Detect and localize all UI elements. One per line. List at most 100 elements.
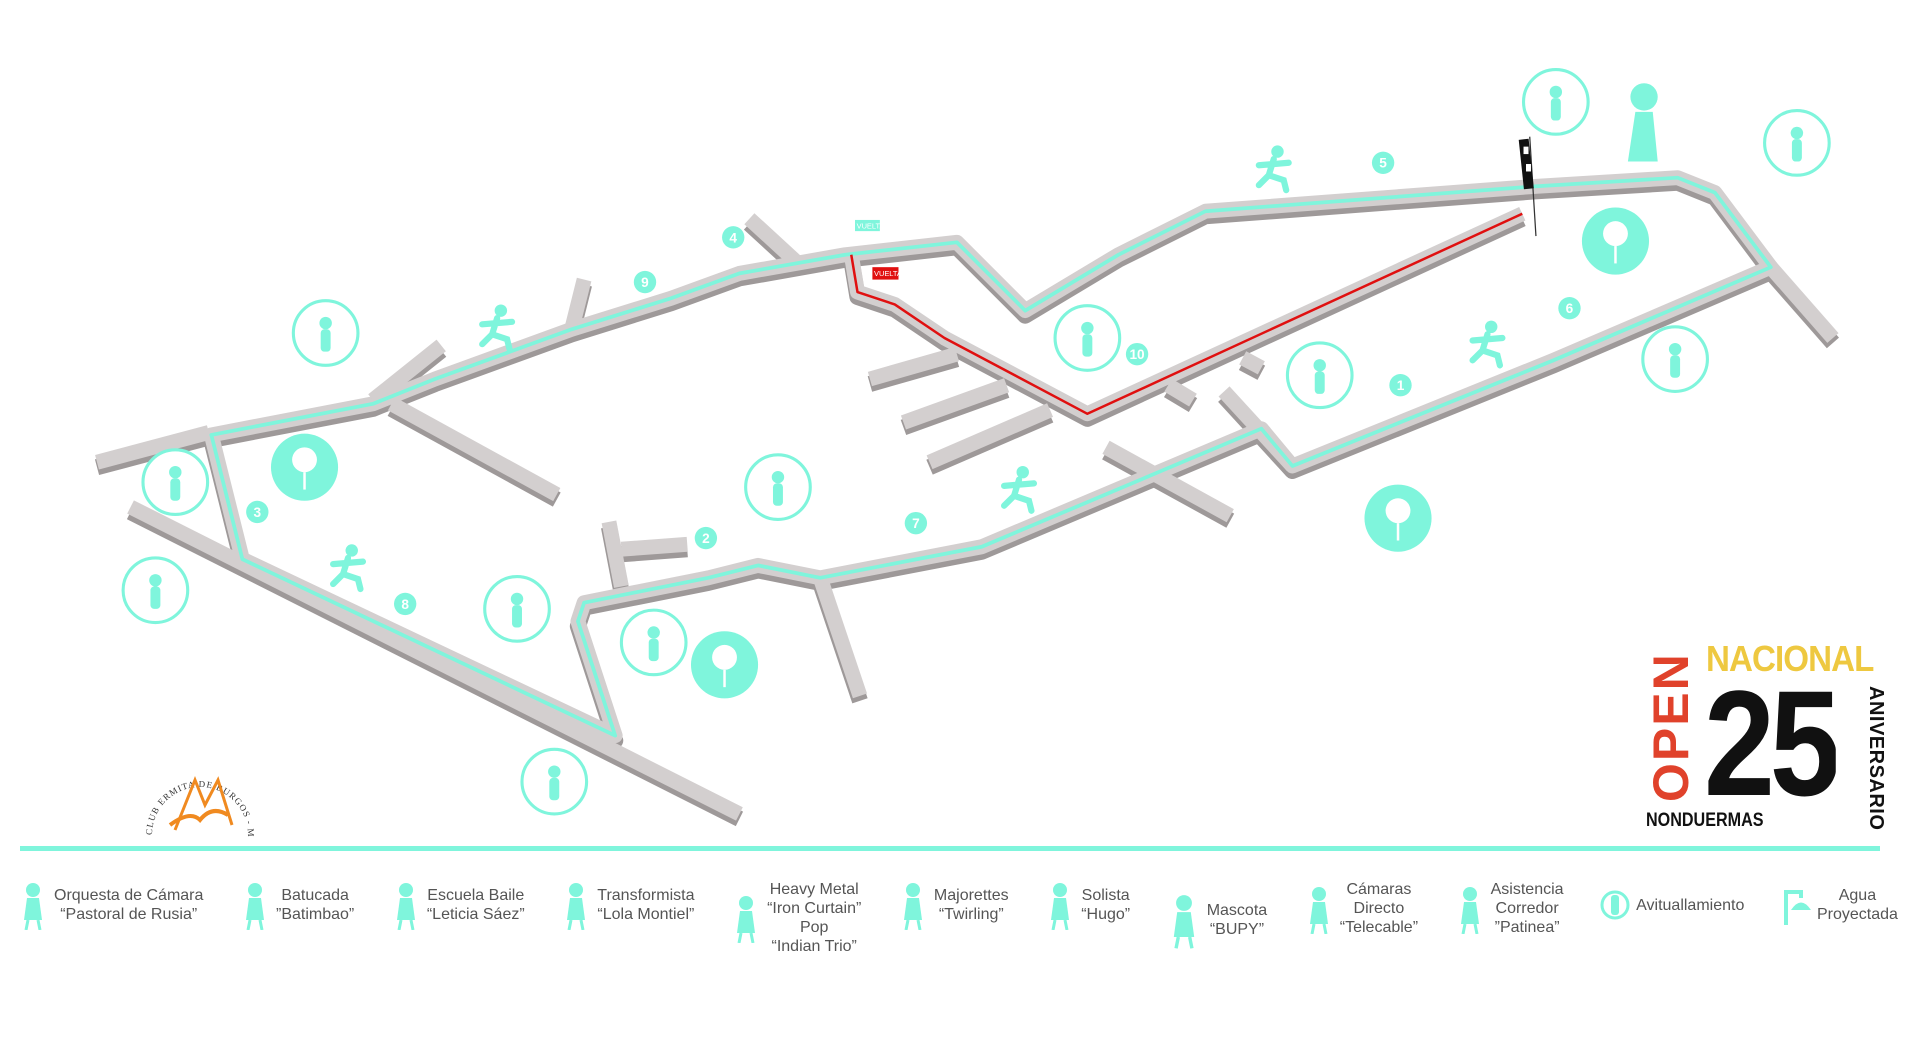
bottle-icon [520,747,589,816]
legend-label-line: “Leticia Sáez” [426,906,525,923]
km-marker: 2 [694,526,718,550]
km-marker-number: 8 [401,597,409,612]
legend-label: Heavy Metal“Iron Curtain”Pop“Indian Trio… [767,880,861,956]
svg-text:CLUB ERMITA DE BURGOS - MURCIA: CLUB ERMITA DE BURGOS - MURCIA [140,755,256,838]
road-shadows [94,174,1840,827]
transformista-icon [483,575,551,643]
legend-label: Solista “Hugo” [1081,886,1130,924]
club-ermita-logo: CLUB ERMITA DE BURGOS - MURCIA [136,747,260,845]
skater-icon [1469,320,1506,369]
road-segment [1239,351,1265,375]
km-marker: 9 [633,270,657,294]
legend-label-line: Solista [1081,887,1130,904]
km-marker-number: 3 [254,505,262,520]
km-marker: 1 [1389,374,1412,397]
lap-2-label: 2 VUELTA [868,267,902,280]
legend-label-line: Transformista [597,887,695,904]
legend-label: Batucada”Batimbao” [276,886,354,924]
km-marker: 4 [722,226,745,249]
soloist-icon [1285,341,1354,410]
ballet-dancer-icon [396,883,415,930]
legend: Orquesta de Cámara“Pastoral de Rusia” Bat… [18,880,1898,960]
km-marker-number: 7 [912,516,920,531]
open-nacional-25-logo: OPEN NACIONAL 25 NONDUERMAS ANIVERSARIO [1644,640,1894,840]
band-icon [737,896,756,943]
legend-item: Escuela Baile “Leticia Sáez” [391,880,525,930]
bottle-icon [1641,325,1709,393]
tree-icon [1581,207,1650,275]
tree-icon [270,433,339,501]
legend-label-line: Directo [1353,900,1405,917]
road-segment [1102,440,1234,523]
batucada-icon [1763,109,1831,177]
road-segment [601,520,629,588]
transformista-icon [567,883,586,930]
logo-aniversario: ANIVERSARIO [1865,686,1887,831]
km-marker-number: 1 [1397,378,1405,393]
legend-label-line: “BUPY” [1209,921,1265,938]
legend-item: Orquesta de Cámara“Pastoral de Rusia” [18,880,203,930]
tree-icon [1364,484,1432,552]
bottle-icon [1600,890,1630,920]
legend-label-line: Pop [799,919,829,936]
km-marker: 6 [1558,296,1581,320]
legend-label-line: Escuela Baile [427,887,525,904]
mascot-icon [1627,83,1658,162]
legend-label-line: Cámaras [1346,881,1412,898]
legend-label-line: Avituallamiento [1636,896,1745,914]
logo-nacional: NACIONAL [1706,638,1874,679]
legend-label: Majorettes“Twirling” [934,886,1009,924]
road-segment [926,403,1054,470]
camera-icon [1309,886,1328,934]
legend-label-line: Corredor [1495,900,1559,917]
band-icon [744,453,812,521]
logo-nonduermas: NONDUERMAS [1646,810,1764,831]
road-segment [1164,378,1197,407]
legend-label-line: Heavy Metal [769,881,859,898]
legend-label-line: “Lola Montiel” [597,906,695,923]
lap-1-text: 1 VUELTA [850,222,884,231]
tree-icon [690,631,759,699]
batucada-icon [246,883,264,930]
km-marker: 8 [393,592,417,616]
majorette-icon [903,883,922,930]
legend-label-line: Asistencia [1490,881,1564,898]
legend-label-line: “Telecable” [1339,919,1419,936]
lap-1-label: 1 VUELTA [850,219,884,232]
legend-item: Solista “Hugo” [1045,880,1130,930]
legend-label: Escuela Baile “Leticia Sáez” [427,886,525,924]
road-segment [620,536,688,557]
legend-item: Transformista “Lola Montiel” [561,880,694,930]
legend-divider [20,846,1880,851]
mascot-icon [1173,895,1194,949]
legend-label-line: “Pastoral de Rusia” [60,906,198,923]
guitar-icon [24,883,42,930]
skater-icon [1001,465,1038,514]
roads [95,170,1839,821]
majorette-icon [1053,304,1122,372]
guitar-icon [291,299,360,367]
km-markers: 1 2 3 4 5 6 7 8 9 10 [246,151,1581,616]
km-marker-number: 2 [702,531,710,546]
legend-label: Avituallamiento [1636,896,1744,915]
legend-item: Heavy Metal“Iron Curtain”Pop“Indian Trio… [731,880,861,956]
legend-label-line: ”Patinea” [1494,919,1560,936]
lap-2-text: 2 VUELTA [868,269,902,278]
km-marker-number: 5 [1379,156,1387,171]
km-marker-number: 10 [1129,347,1145,362]
km-marker: 3 [246,500,269,524]
road-segment [867,346,959,387]
skater-icon [1460,886,1479,934]
km-marker: 5 [1371,151,1395,174]
road-segment [564,277,592,332]
road-segment [95,425,211,470]
legend-label-line: “Hugo” [1081,906,1131,923]
road-segment [203,170,1779,744]
legend-item: Batucada”Batimbao” [240,880,354,930]
skater-icon [479,304,516,353]
legend-label: Mascota“BUPY” [1207,901,1267,939]
